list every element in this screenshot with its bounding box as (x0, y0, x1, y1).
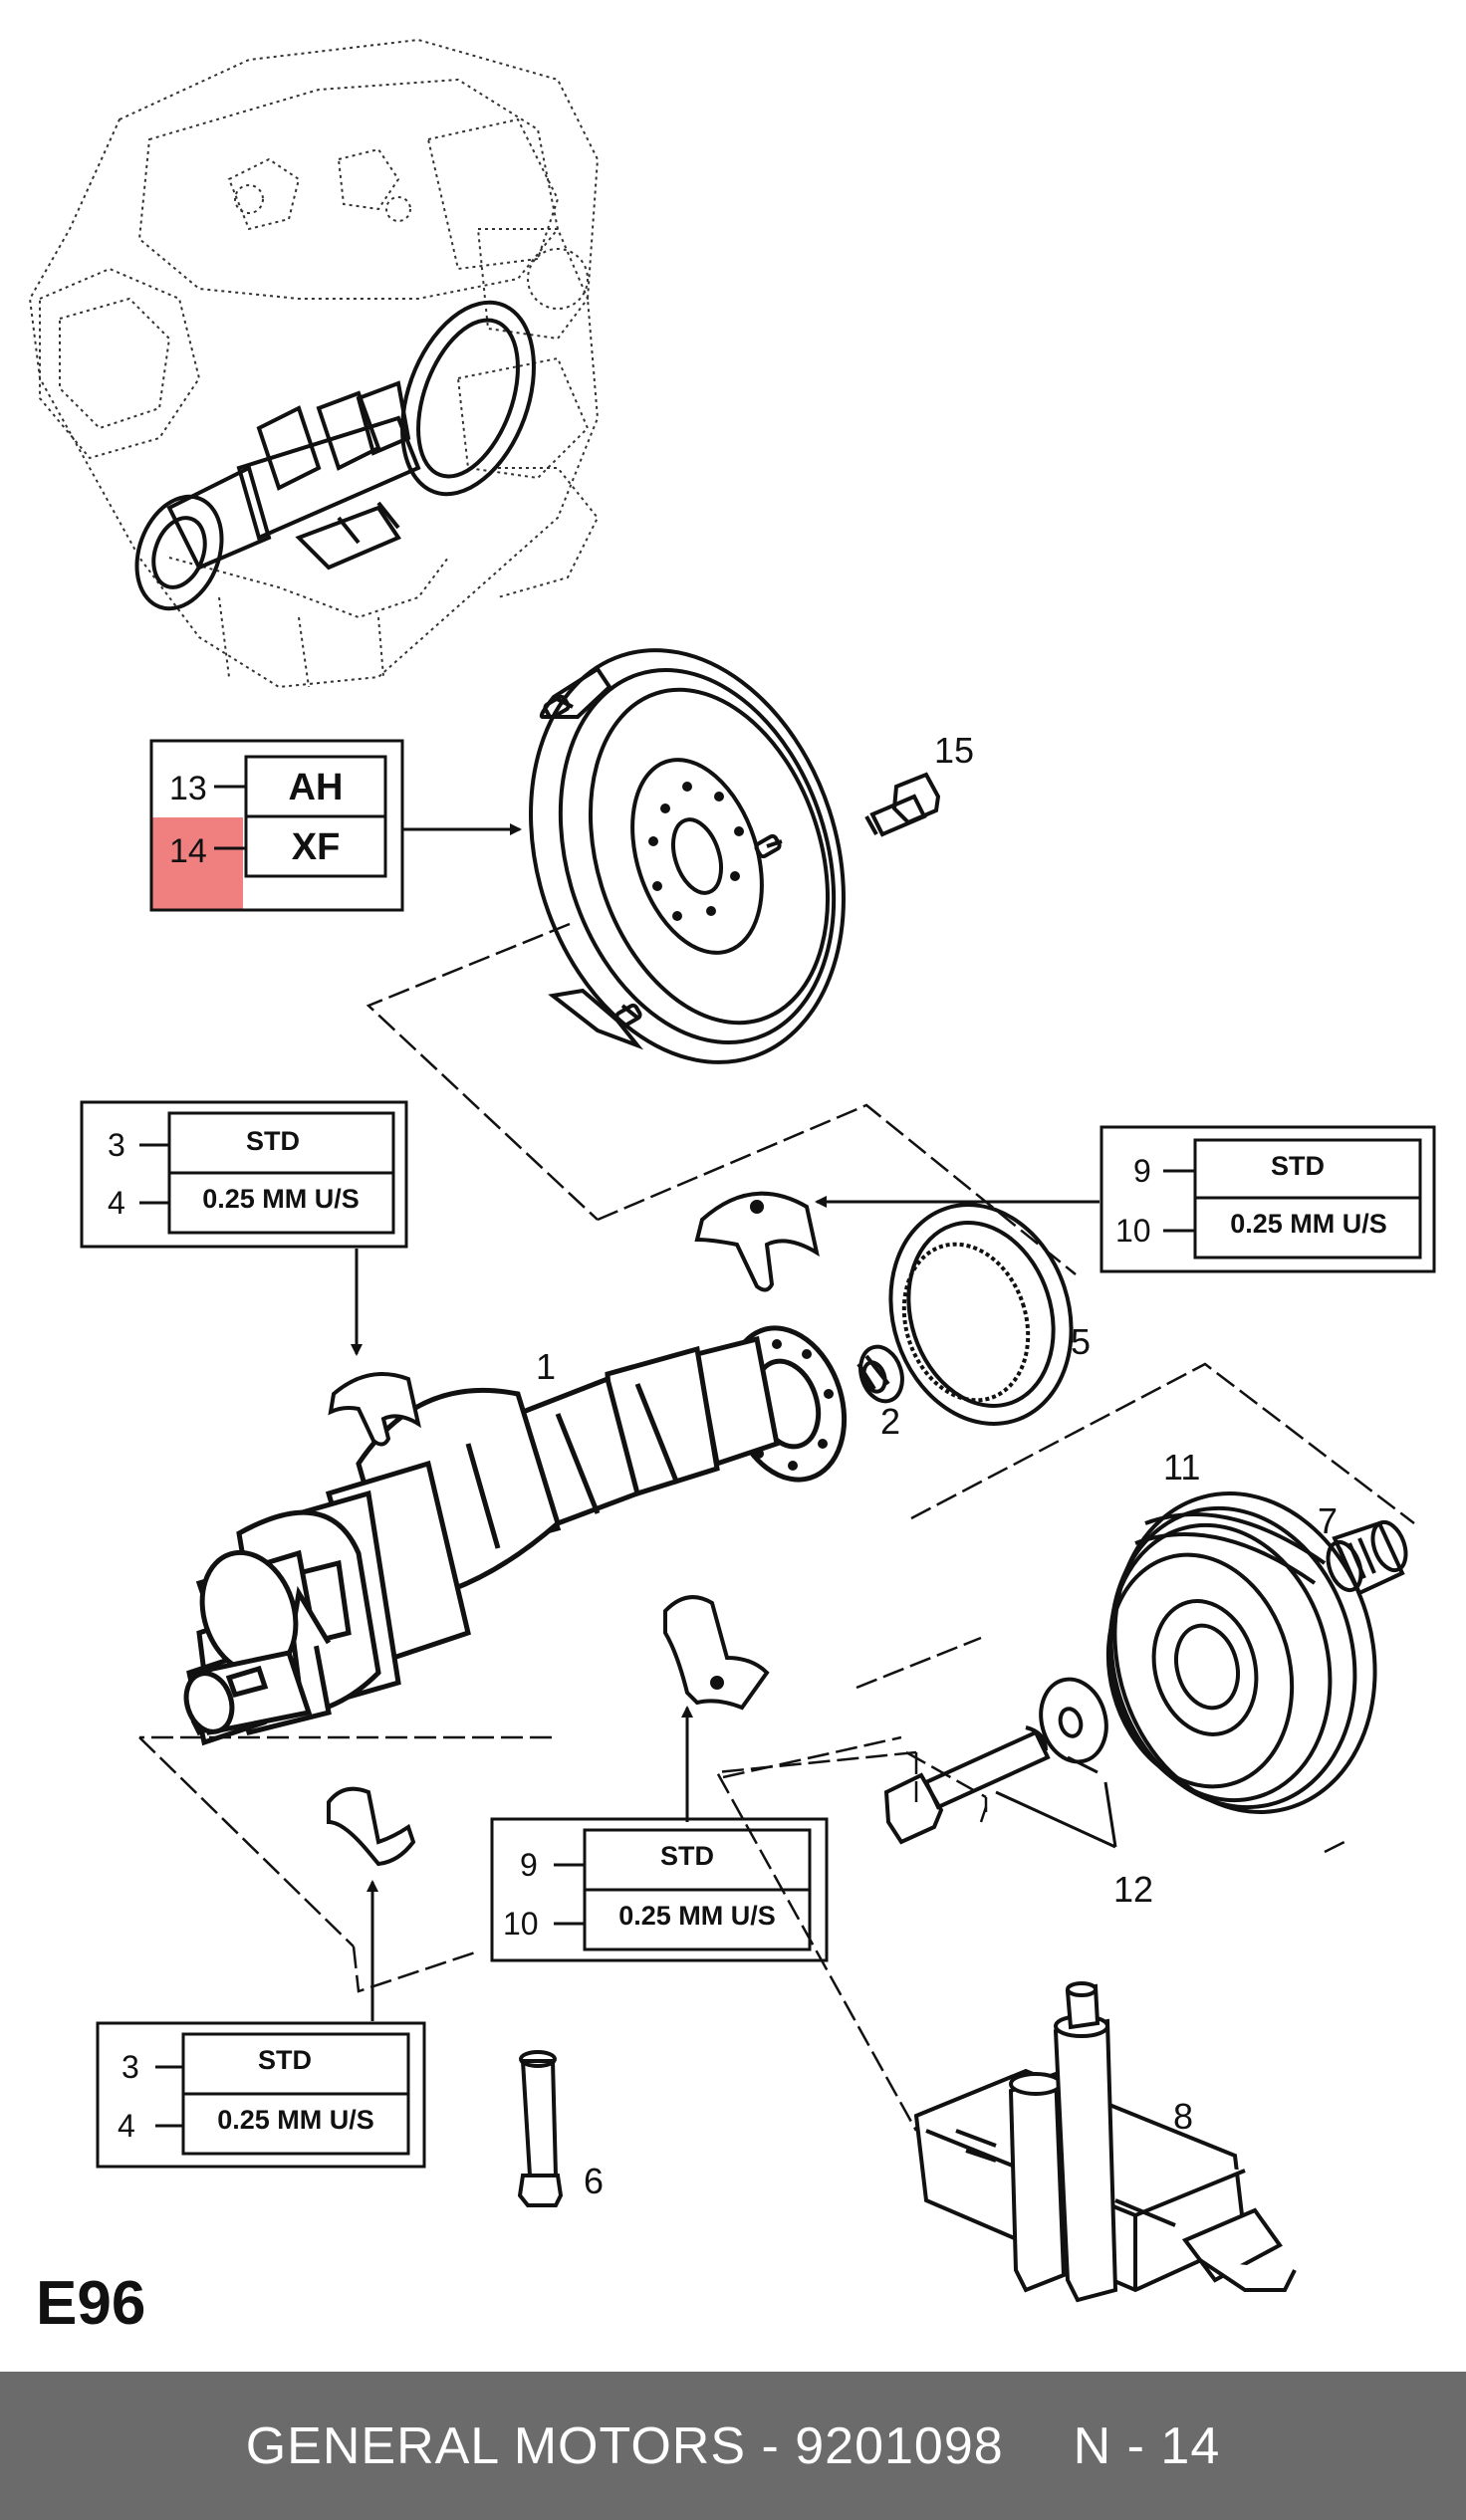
bearing-shell-lower-middle (663, 1595, 770, 1711)
callout-numbers: 1 2 5 6 7 8 11 12 15 (536, 730, 1338, 2201)
bearing-shell-lower-left (327, 1786, 416, 1867)
table-lower-left-row-2-num: 4 (118, 2108, 135, 2144)
table-lower-left-row-2-code: 0.25 MM U/S (217, 2105, 374, 2135)
table-upper-right-row-1-num: 9 (1133, 1153, 1151, 1189)
table-flywheel-row-1-code: AH (289, 767, 344, 808)
bearing-shell-upper-left (328, 1372, 421, 1447)
leader-lines (351, 823, 1117, 2021)
flywheel-bolt-illustration (864, 772, 941, 837)
exploded-parts-diagram: 1 2 5 6 7 8 11 12 15 13 14 AH XF 3 4 STD… (28, 38, 1436, 2338)
table-upper-left-row-1-num: 3 (108, 1127, 125, 1163)
table-upper-right-row-2-code: 0.25 MM U/S (1230, 1209, 1387, 1239)
bearing-cap-bolt-illustration (517, 2050, 564, 2207)
rear-oil-seal-illustration (888, 1203, 1074, 1426)
pulley-washer-illustration (1039, 1677, 1108, 1764)
callout-6: 6 (584, 2161, 604, 2201)
table-upper-right-row-2-num: 10 (1115, 1213, 1151, 1249)
table-middle-row-1-num: 9 (520, 1847, 538, 1883)
crankshaft-pulley-illustration (1105, 1491, 1377, 1814)
table-upper-left-row-2-num: 4 (108, 1185, 125, 1221)
table-middle-bearing-sizes: 9 10 STD 0.25 MM U/S (490, 1817, 829, 1962)
callout-1: 1 (536, 1346, 556, 1387)
dashed-grouping-lines (138, 922, 1415, 2132)
callout-15: 15 (934, 730, 974, 771)
sealant-kit-illustration (913, 1981, 1297, 2303)
footer-page-ref: N - 14 (1073, 2416, 1221, 2475)
table-lower-left-row-1-num: 3 (122, 2049, 139, 2085)
callout-2: 2 (880, 1401, 900, 1442)
table-upper-right-row-1-code: STD (1271, 1151, 1325, 1181)
table-flywheel-row-2-code: XF (292, 826, 341, 868)
engine-overview-illustration (28, 38, 600, 689)
pilot-bearing-illustration (856, 1344, 904, 1404)
bearing-shell-upper-right (694, 1191, 820, 1292)
highlight-row-14 (151, 817, 243, 909)
footer-brand-part-number: GENERAL MOTORS - 9201098 (245, 2416, 1004, 2475)
flywheel-illustration (529, 648, 846, 1064)
table-middle-row-2-code: 0.25 MM U/S (618, 1901, 776, 1931)
table-upper-left-row-2-code: 0.25 MM U/S (202, 1184, 360, 1214)
table-flywheel-variants: 13 14 AH XF (149, 739, 404, 912)
callout-5: 5 (1071, 1321, 1091, 1362)
table-lower-left-bearing-sizes: 3 4 STD 0.25 MM U/S (96, 2021, 426, 2169)
callout-11: 11 (1163, 1447, 1200, 1488)
footer-bar: GENERAL MOTORS - 9201098 N - 14 (0, 2372, 1466, 2520)
table-upper-right-bearing-sizes: 9 10 STD 0.25 MM U/S (1100, 1125, 1436, 1273)
table-middle-row-2-num: 10 (503, 1906, 539, 1942)
callout-7: 7 (1318, 1500, 1338, 1541)
diagram-code: E96 (36, 2269, 145, 2338)
needle-bearing-illustration (1326, 1519, 1408, 1596)
pulley-bolt-illustration (883, 1725, 1051, 1845)
table-upper-left-bearing-sizes: 3 4 STD 0.25 MM U/S (80, 1100, 408, 1249)
table-middle-row-1-code: STD (660, 1841, 714, 1871)
crankshaft-illustration (183, 1325, 848, 1746)
table-flywheel-row-1-num: 13 (169, 770, 207, 807)
callout-12: 12 (1113, 1869, 1153, 1910)
table-flywheel-row-2-num: 14 (169, 832, 207, 870)
table-lower-left-row-1-code: STD (258, 2045, 312, 2075)
callout-8: 8 (1173, 2096, 1193, 2137)
table-upper-left-row-1-code: STD (246, 1126, 300, 1156)
